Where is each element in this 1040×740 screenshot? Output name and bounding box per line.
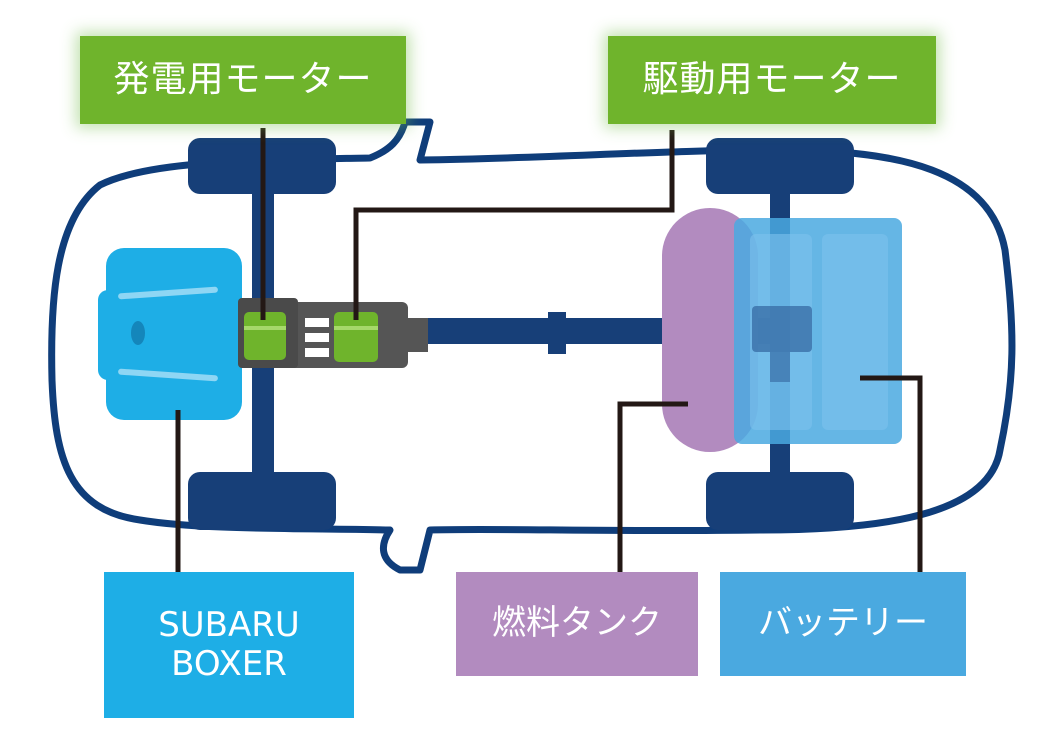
car-body-outline: [48, 118, 1016, 574]
battery-label: バッテリー: [720, 572, 966, 676]
rear-right-wheel: [706, 472, 854, 530]
generator-motor-label: 発電用モーター: [80, 36, 406, 124]
fuel-tank-label: 燃料タンク: [456, 572, 698, 676]
drive-motor-label: 駆動用モーター: [608, 36, 936, 124]
engine-block: [98, 248, 242, 420]
generator-motor-label-text: 発電用モーター: [113, 59, 373, 101]
drive-motor: [334, 312, 378, 362]
front-right-wheel: [188, 472, 336, 530]
drive-motor-label-text: 駆動用モーター: [642, 59, 902, 101]
battery-label-text: バッテリー: [758, 603, 928, 644]
leader-lines: [175, 128, 923, 578]
engine-label-line2: BOXER: [171, 644, 287, 684]
engine-label: SUBARU BOXER: [104, 572, 354, 718]
shaft-joint: [548, 312, 566, 354]
engine-label-line1: SUBARU: [158, 604, 300, 645]
fuel-tank-label-text: 燃料タンク: [492, 603, 662, 644]
leader-fuel-tank: [617, 401, 688, 578]
leader-drive-motor: [353, 130, 675, 320]
rear-left-wheel: [706, 138, 854, 194]
battery-pack: [734, 218, 902, 444]
generator-motor: [244, 312, 286, 360]
leader-battery: [860, 375, 923, 578]
